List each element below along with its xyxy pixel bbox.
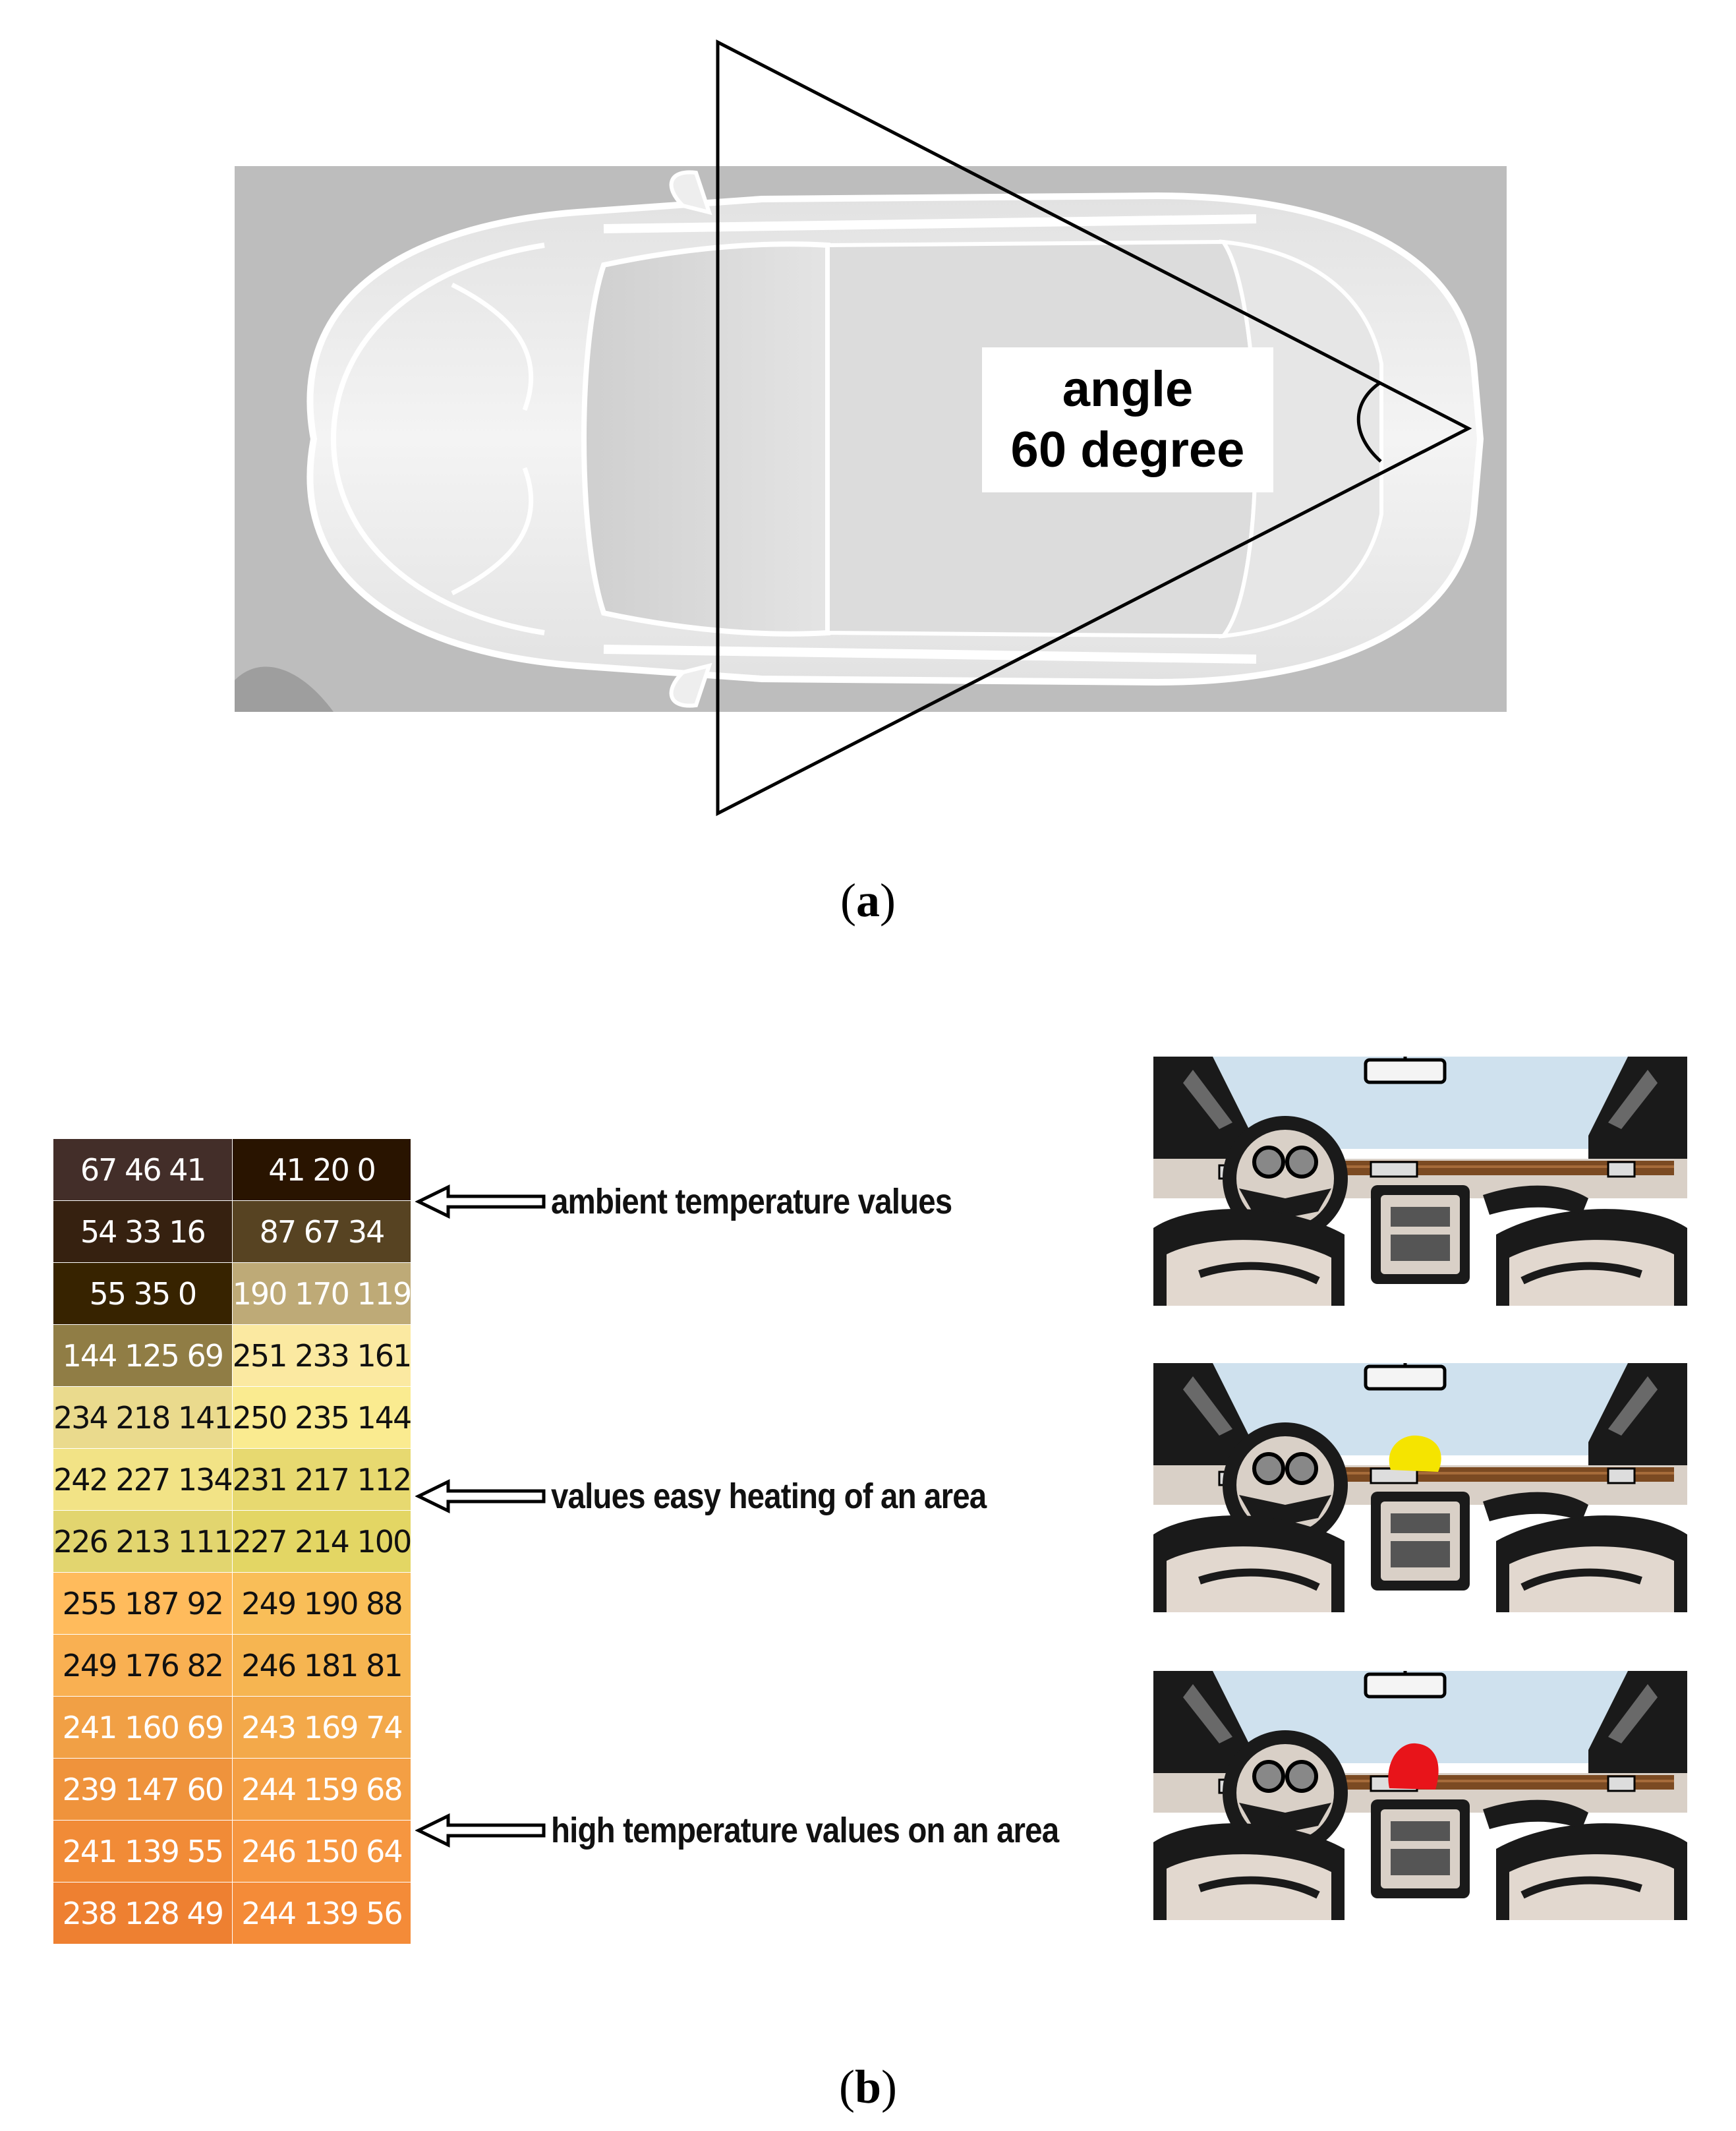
rgb-table-cell: 249 176 82: [53, 1634, 233, 1697]
rgb-table-cell: 246 181 81: [231, 1634, 412, 1697]
rgb-table-cell: 238 128 49: [53, 1882, 233, 1944]
viewing-angle-triangle: [716, 39, 1472, 817]
rgb-table-cell: 55 35 0: [53, 1262, 233, 1325]
rgb-table-cell: 234 218 141: [53, 1386, 233, 1449]
left-arrow-icon: [415, 1184, 546, 1219]
easy-heating-label: values easy heating of an area: [551, 1476, 987, 1516]
rgb-table-cell: 87 67 34: [231, 1200, 412, 1263]
panel-a: angle 60 degree: [0, 0, 1736, 989]
rgb-table-cell: 251 233 161: [231, 1324, 412, 1387]
rgb-table-cell: 41 20 0: [231, 1138, 412, 1201]
cabin-image-ambient: [1153, 1057, 1687, 1306]
rgb-table-cell: 239 147 60: [53, 1758, 233, 1821]
high-temp-label: high temperature values on an area: [551, 1811, 1059, 1850]
cabin-image-easy-heating: [1153, 1363, 1687, 1612]
high-temp-arrow-row: high temperature values on an area: [415, 1804, 1128, 1857]
caption-a: (a): [840, 874, 896, 927]
ambient-label: ambient temperature values: [551, 1182, 952, 1221]
rgb-table-cell: 227 214 100: [231, 1510, 412, 1573]
rgb-table-cell: 255 187 92: [53, 1572, 233, 1635]
rgb-table-cell: 241 160 69: [53, 1696, 233, 1759]
rgb-table-cell: 54 33 16: [53, 1200, 233, 1263]
cabin-image-high-temp: [1153, 1671, 1687, 1920]
rgb-table-cell: 144 125 69: [53, 1324, 233, 1387]
angle-label-line1: angle: [1062, 361, 1194, 417]
angle-label-box: angle 60 degree: [982, 347, 1273, 492]
rgb-table-cell: 244 139 56: [231, 1882, 412, 1944]
angle-arc: [1356, 380, 1382, 463]
rgb-table-cell: 243 169 74: [231, 1696, 412, 1759]
rgb-table-cell: 231 217 112: [231, 1448, 412, 1511]
angle-label-line2: 60 degree: [1010, 422, 1245, 478]
left-arrow-icon: [415, 1478, 546, 1514]
rgb-table-cell: 249 190 88: [231, 1572, 412, 1635]
rgb-table-cell: 226 213 111: [53, 1510, 233, 1573]
rgb-table-cell: 241 139 55: [53, 1820, 233, 1883]
caption-b: (b): [838, 2060, 897, 2113]
ambient-arrow-row: ambient temperature values: [415, 1175, 1006, 1228]
rgb-table-cell: 67 46 41: [53, 1138, 233, 1201]
left-arrow-icon: [415, 1813, 546, 1848]
rgb-table-cell: 246 150 64: [231, 1820, 412, 1883]
easy-heating-arrow-row: values easy heating of an area: [415, 1470, 1045, 1523]
rgb-table-cell: 190 170 119: [231, 1262, 412, 1325]
rgb-table-cell: 250 235 144: [231, 1386, 412, 1449]
rgb-table-cell: 242 227 134: [53, 1448, 233, 1511]
rgb-table-cell: 244 159 68: [231, 1758, 412, 1821]
